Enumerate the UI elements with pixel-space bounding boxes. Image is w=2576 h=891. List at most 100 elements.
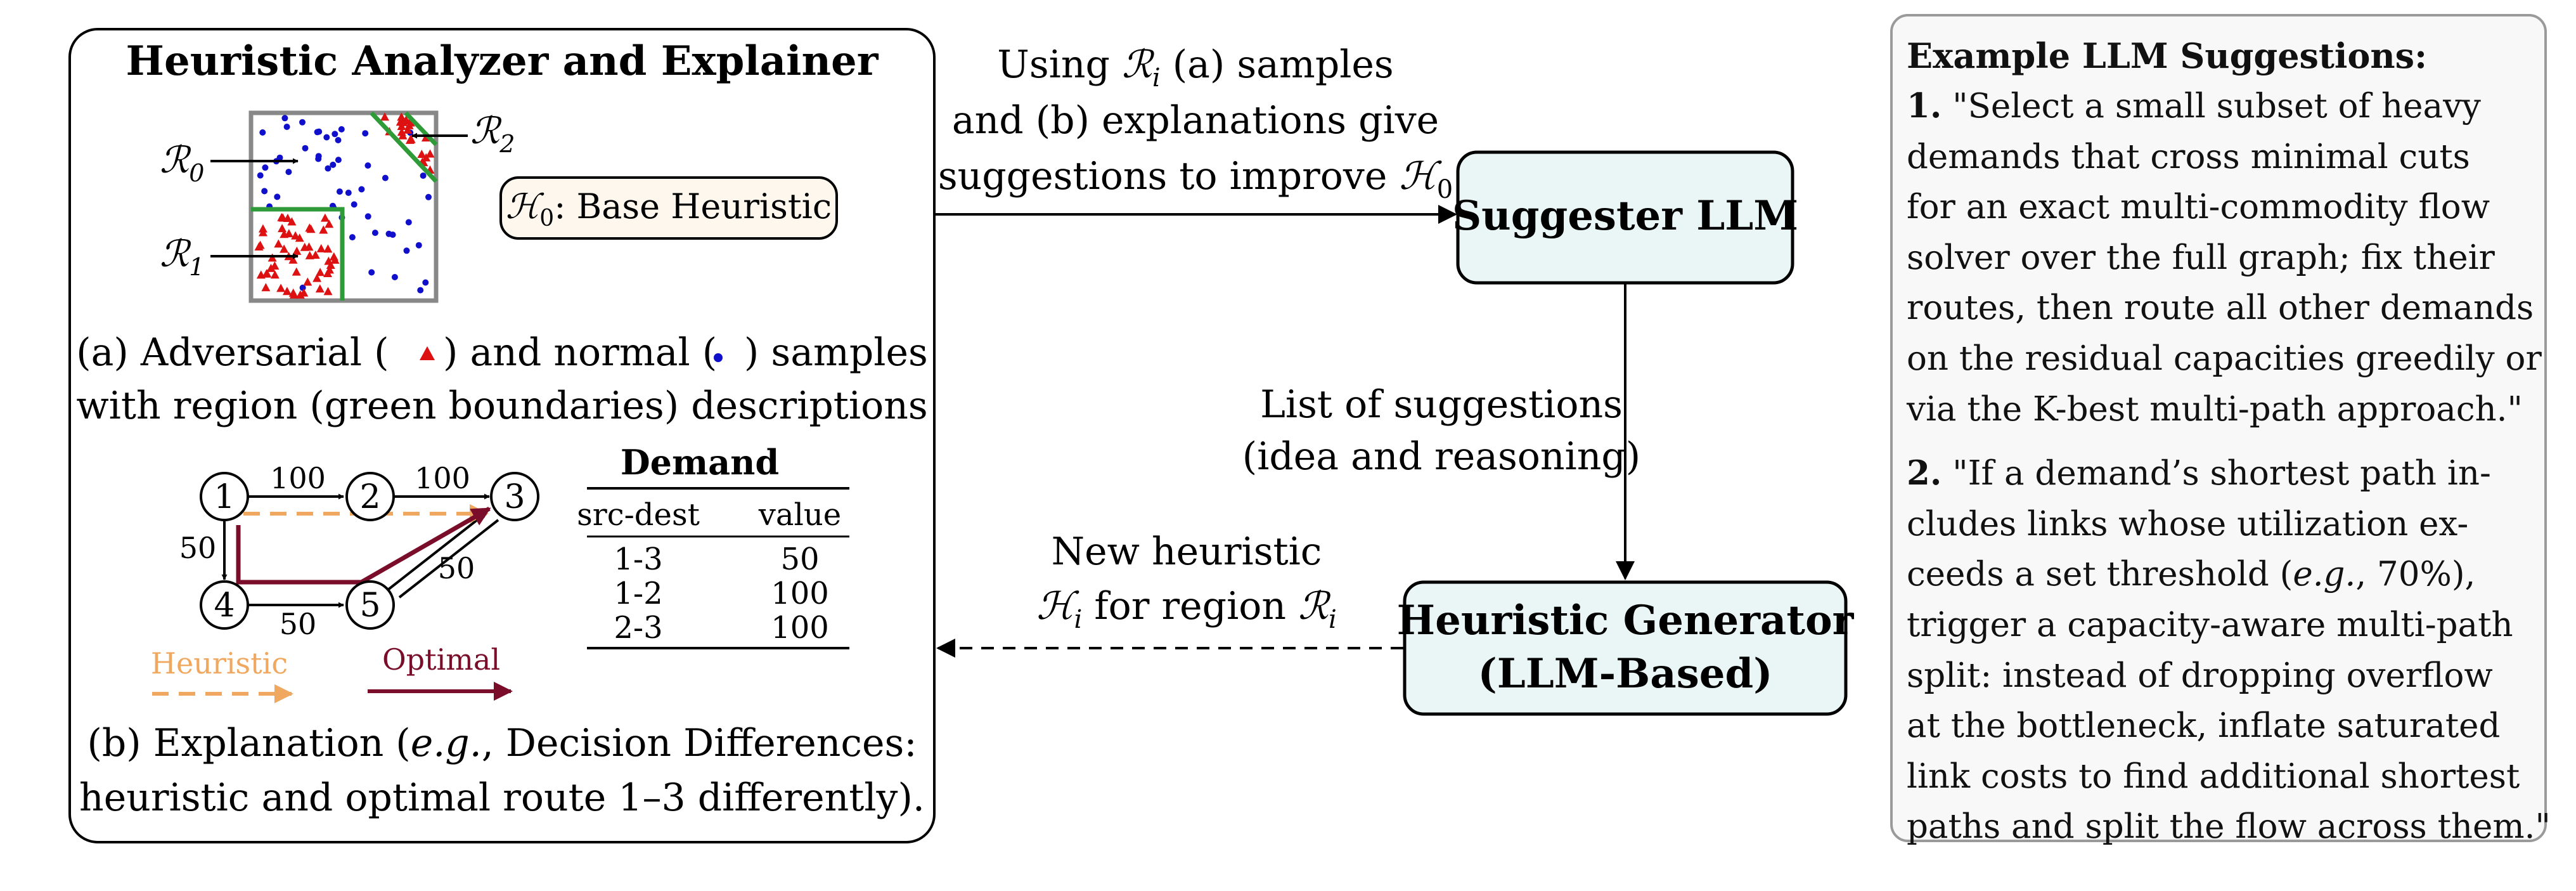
adversarial-sample-triangle bbox=[292, 246, 302, 255]
suggestion-2-line: cludes links whose utilization ex- bbox=[1907, 504, 2469, 543]
table-cell: 100 bbox=[771, 576, 829, 611]
adversarial-sample-triangle bbox=[259, 228, 267, 237]
arrow-suggester-to-generator: List of suggestions (idea and reasoning) bbox=[1242, 283, 1640, 580]
adversarial-sample-triangle bbox=[280, 230, 289, 238]
edge-5-3-rail bbox=[398, 519, 499, 599]
normal-sample-dot bbox=[281, 115, 288, 122]
adversarial-sample-triangle bbox=[406, 134, 416, 143]
suggestion-1-line: via the K-best multi-path approach." bbox=[1907, 389, 2523, 429]
base-heuristic-box bbox=[499, 176, 838, 240]
sample-plot bbox=[248, 110, 439, 303]
region-r0-label: ℛ0 bbox=[160, 138, 204, 187]
adversarial-sample-triangle bbox=[312, 273, 322, 282]
graph-node-2 bbox=[345, 472, 395, 521]
adversarial-legend-icon bbox=[420, 346, 435, 360]
caption-a-line1: (a) Adversarial (XX) and normal (X) samp… bbox=[76, 330, 928, 375]
adversarial-sample-triangle bbox=[306, 224, 316, 233]
mid-arrow-line1: List of suggestions bbox=[1260, 382, 1623, 427]
suggestion-2-line: at the bottleneck, inflate saturated bbox=[1907, 706, 2501, 746]
table-cell: 50 bbox=[780, 542, 819, 577]
normal-sample-dot bbox=[325, 165, 332, 172]
normal-sample-dot bbox=[417, 287, 424, 294]
suggestion-2-line: paths and split the flow across them." bbox=[1907, 807, 2551, 847]
suggester-llm-label: Suggester LLM bbox=[1452, 192, 1798, 240]
normal-sample-dot bbox=[349, 234, 356, 241]
normal-sample-dot bbox=[364, 213, 371, 220]
node-label-2: 2 bbox=[359, 478, 380, 516]
normal-sample-dot bbox=[351, 201, 357, 208]
adversarial-sample-triangle bbox=[316, 268, 325, 276]
region-r1-boundary bbox=[251, 207, 345, 301]
normal-sample-dot bbox=[330, 161, 337, 168]
generator-label-line2: (LLM-Based) bbox=[1478, 650, 1772, 698]
adversarial-sample-triangle bbox=[287, 217, 297, 226]
analyzer-panel: Heuristic Analyzer and Explainer ℛ0 ℛ1 ℛ… bbox=[68, 28, 936, 843]
demand-table: Demand src-dest value 1-3 50 1-2 100 2-3… bbox=[577, 442, 849, 649]
edge-label-1-4: 50 bbox=[179, 531, 217, 565]
adversarial-sample-triangle bbox=[295, 233, 304, 242]
generator-label-line1: Heuristic Generator bbox=[1397, 597, 1855, 644]
adversarial-sample-triangle bbox=[323, 287, 333, 296]
region-r2-inner-boundary bbox=[404, 111, 438, 146]
caption-b-line2: heuristic and optimal route 1–3 differen… bbox=[79, 776, 925, 820]
node-label-5: 5 bbox=[359, 587, 380, 625]
graph-node-1 bbox=[200, 472, 249, 521]
normal-sample-dot bbox=[403, 247, 410, 254]
suggestion-2-line: ceeds a set threshold (e.g., 70%), bbox=[1907, 555, 2476, 594]
normal-sample-dot bbox=[420, 172, 427, 179]
node-label-4: 4 bbox=[214, 587, 235, 625]
region-r2-label: ℛ2 bbox=[470, 109, 515, 158]
legend-optimal-label: Optimal bbox=[382, 642, 500, 677]
normal-sample-dot bbox=[405, 219, 412, 226]
normal-sample-dot bbox=[302, 145, 309, 152]
examples-title: Example LLM Suggestions: bbox=[1907, 36, 2428, 76]
adversarial-sample-triangle bbox=[380, 112, 389, 121]
edge-label-5-3: 50 bbox=[438, 551, 475, 585]
adversarial-sample-triangle bbox=[266, 263, 276, 272]
adversarial-sample-triangle bbox=[280, 244, 289, 253]
normal-sample-dot bbox=[371, 230, 378, 237]
normal-sample-dot bbox=[257, 172, 264, 179]
suggestion-2-number: 2. bbox=[1907, 453, 1942, 493]
adversarial-sample-triangle bbox=[399, 117, 408, 126]
normal-sample-dot bbox=[316, 128, 323, 135]
node-label-3: 3 bbox=[504, 478, 525, 516]
example-suggestions-panel: Example LLM Suggestions: 1. "Select a sm… bbox=[1890, 14, 2551, 846]
arrow-analyzer-to-suggester: Using ℛi (a) samples and (b) explanation… bbox=[934, 42, 1457, 224]
normal-sample-dot bbox=[335, 137, 342, 143]
suggestion-2-line: split: instead of dropping overflow bbox=[1907, 656, 2493, 695]
edge-label-1-2: 100 bbox=[270, 461, 326, 495]
adversarial-sample-triangle bbox=[320, 213, 330, 222]
normal-sample-dot bbox=[382, 174, 389, 181]
adversarial-sample-triangle bbox=[289, 290, 299, 299]
normal-sample-dot bbox=[338, 126, 345, 133]
adversarial-sample-triangle bbox=[261, 283, 271, 292]
suggestion-1-line: 1. "Select a small subset of heavy bbox=[1907, 81, 2533, 132]
table-cell: 100 bbox=[771, 610, 829, 646]
normal-sample-dot bbox=[335, 157, 342, 164]
graph-node-4 bbox=[200, 580, 249, 630]
suggestion-1-line: routes, then route all other demands bbox=[1907, 289, 2534, 328]
table-cell: 1-3 bbox=[614, 542, 662, 577]
normal-sample-dot bbox=[299, 119, 306, 126]
suggestion-2-line: trigger a capacity-aware multi-path bbox=[1907, 605, 2513, 644]
adversarial-sample-triangle bbox=[282, 287, 292, 296]
normal-sample-dot bbox=[364, 162, 371, 169]
table-cell: 2-3 bbox=[614, 610, 662, 646]
normal-sample-dot bbox=[425, 193, 432, 200]
suggestion-1-number: 1. bbox=[1907, 86, 1942, 126]
adversarial-sample-triangle bbox=[403, 125, 413, 134]
suggestion-1-line: solver over the full graph; fix their bbox=[1907, 238, 2495, 277]
adversarial-sample-triangle bbox=[325, 219, 334, 228]
normal-sample-dot bbox=[285, 169, 292, 176]
adversarial-sample-triangle bbox=[278, 224, 287, 233]
graph-node-3 bbox=[490, 472, 539, 521]
suggestion-1-line: on the residual capacities greedily or bbox=[1907, 339, 2542, 378]
heuristic-generator-box bbox=[1403, 580, 1848, 716]
legend-heuristic-label: Heuristic bbox=[151, 646, 288, 680]
normal-sample-dot bbox=[261, 188, 268, 195]
normal-sample-dot bbox=[332, 131, 338, 138]
normal-sample-dot bbox=[283, 124, 290, 130]
adversarial-sample-triangle bbox=[397, 127, 406, 136]
